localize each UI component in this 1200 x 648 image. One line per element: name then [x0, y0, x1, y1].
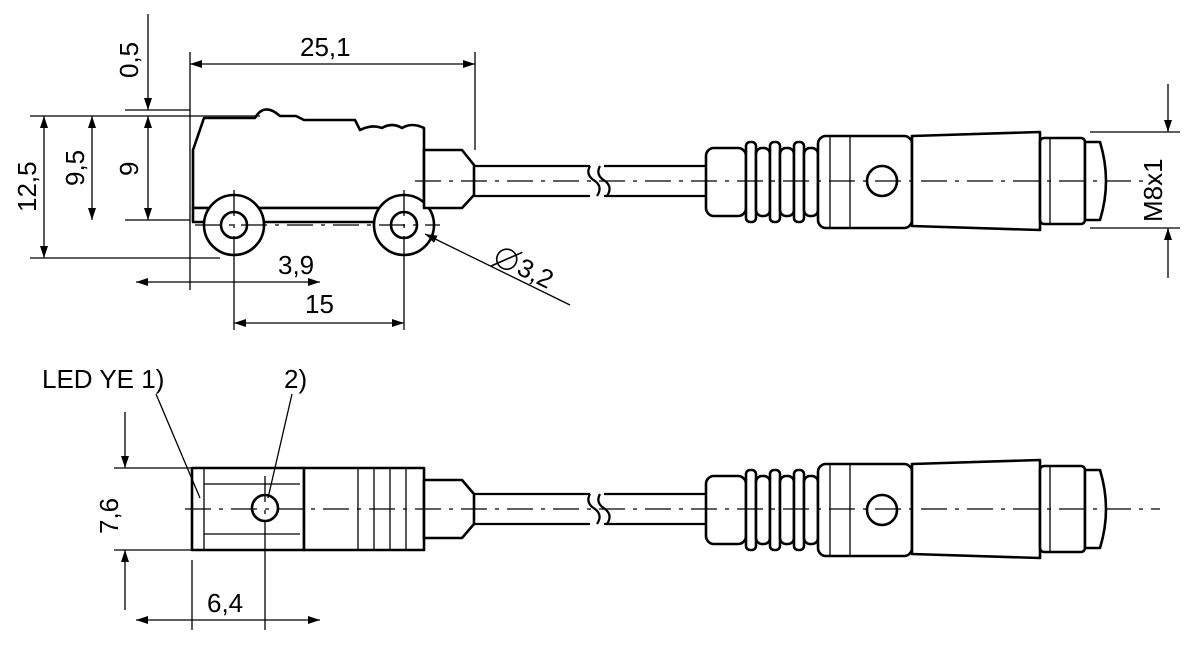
dim-thread-m8x1: M8x1 [1138, 158, 1168, 222]
m8-connector-side [704, 130, 1108, 232]
m8-connector-top [704, 458, 1108, 560]
dim-3-9: 3,9 [278, 250, 314, 280]
sensor-housing [191, 108, 426, 210]
label-note-2: 2) [284, 364, 307, 394]
side-view: 25,1 0,5 12,5 9,5 9 3,9 15 3,2 M8x1 [12, 14, 1180, 330]
dim-6-4: 6,4 [207, 588, 243, 618]
dim-7-6: 7,6 [94, 498, 124, 534]
top-view: LED YE 1) 2) 7,6 6,4 [42, 364, 1160, 630]
dim-9-5: 9,5 [60, 150, 90, 186]
dim-12-5: 12,5 [12, 161, 42, 212]
dim-diameter-3-2: 3,2 [490, 248, 559, 295]
dim-15: 15 [305, 289, 334, 319]
dim-0-5: 0,5 [114, 42, 144, 78]
dim-9: 9 [114, 162, 144, 176]
diameter-symbol-icon [490, 248, 523, 270]
svg-text:3,2: 3,2 [513, 252, 559, 295]
dim-25-1: 25,1 [300, 32, 351, 62]
cable-gland [422, 148, 476, 210]
label-led-ye: LED YE 1) [42, 364, 164, 394]
